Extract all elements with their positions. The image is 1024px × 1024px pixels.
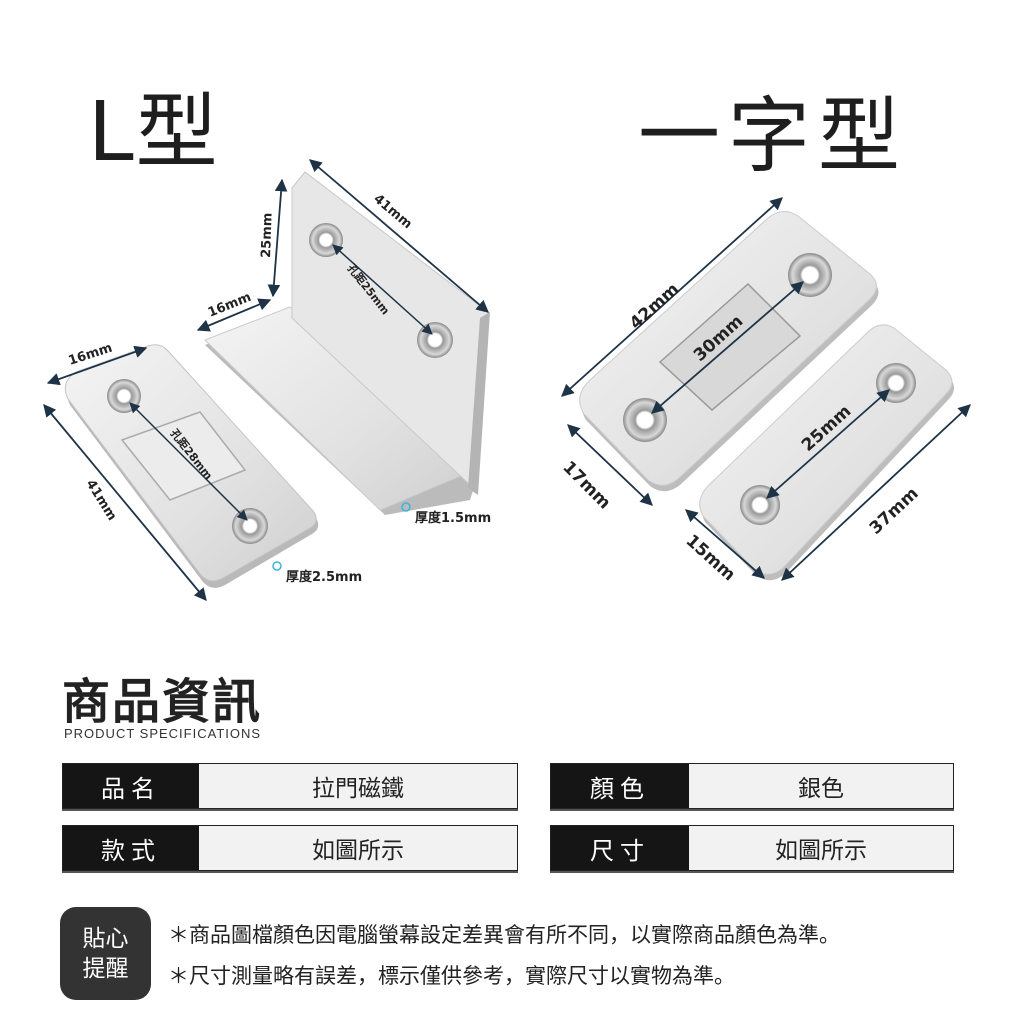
reminder-badge-line1: 貼心 <box>82 925 129 952</box>
spec-value: 如圖所示 <box>689 826 953 870</box>
spec-key: 款式 <box>63 826 199 870</box>
reminder-note: ＊尺寸測量略有誤差，標示僅供參考，實際尺寸以實物為準。 <box>168 964 735 988</box>
l-flat-thickness-label: 厚度2.5mm <box>286 569 362 585</box>
l-type-title: L型 <box>88 85 220 180</box>
section-title: 商品資訊 <box>62 674 263 730</box>
product-diagram: 16mm 41mm 孔距28mm 厚度2.5mm 16mm 25mm 41mm … <box>43 159 971 601</box>
spec-key: 顏色 <box>551 764 689 808</box>
reminder-badge-line2: 提醒 <box>82 955 129 982</box>
l-bracket-height-label: 25mm <box>259 212 276 258</box>
straight-type-title: 一字型 <box>638 89 909 184</box>
spec-key: 品名 <box>63 764 199 808</box>
l-flat-length-label: 41mm <box>83 477 120 523</box>
l-bracket-length-label: 41mm <box>370 192 414 233</box>
straight-large-width-label: 17mm <box>558 457 614 513</box>
section-subtitle: PRODUCT SPECIFICATIONS <box>64 726 262 741</box>
spec-row-color: 顏色 銀色 <box>550 763 954 809</box>
reminder-badge: 貼心 提醒 <box>60 907 151 1000</box>
spec-row-name: 品名 拉門磁鐵 <box>62 763 518 809</box>
spec-value: 如圖所示 <box>199 826 517 870</box>
spec-key: 尺寸 <box>551 826 689 870</box>
straight-small-length-label: 37mm <box>866 484 923 539</box>
reminder-note: ＊商品圖檔顏色因電腦螢幕設定差異會有所不同，以實際商品顏色為準。 <box>168 923 840 947</box>
l-bracket-thickness-label: 厚度1.5mm <box>415 510 491 526</box>
spec-value: 拉門磁鐵 <box>199 764 517 808</box>
spec-row-style: 款式 如圖所示 <box>62 825 518 871</box>
spec-row-size: 尺寸 如圖所示 <box>550 825 954 871</box>
spec-value: 銀色 <box>689 764 953 808</box>
